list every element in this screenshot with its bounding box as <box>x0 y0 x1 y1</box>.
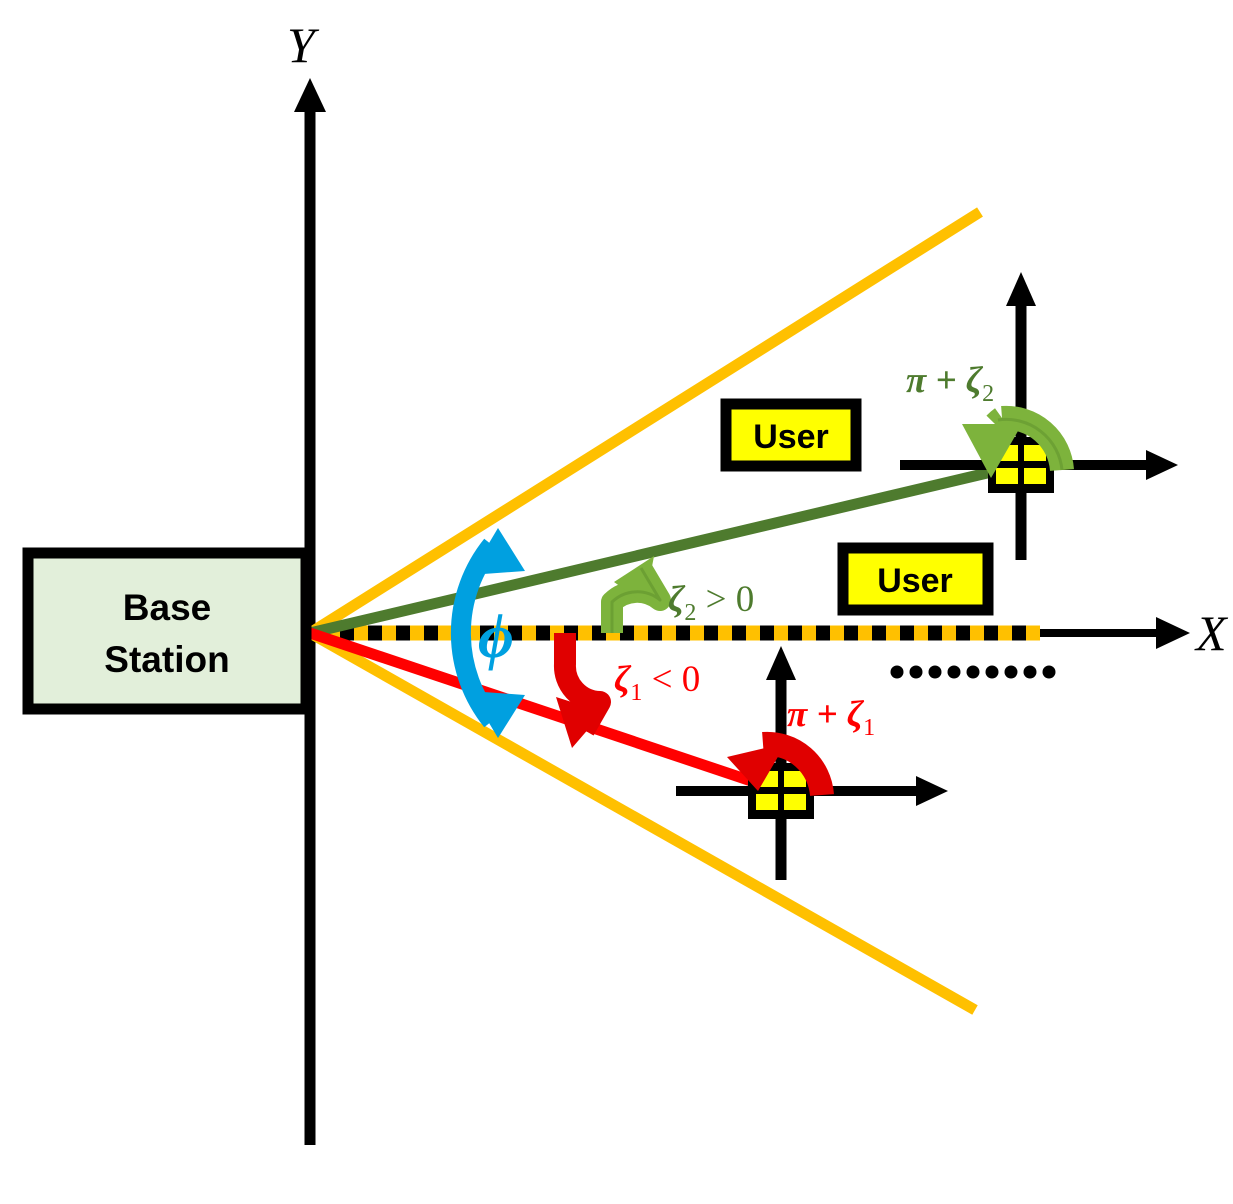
ellipsis-dot <box>909 665 923 679</box>
base-station-label-line1: Base <box>123 587 211 628</box>
x-axis-arrowhead <box>1156 617 1190 649</box>
zeta1-relation: < 0 <box>642 659 700 700</box>
user-box-upper[interactable]: User <box>720 398 862 472</box>
zeta2-symbol: ζ <box>668 579 686 620</box>
pi-plus-zeta1-subscript: 1 <box>863 715 875 741</box>
ellipsis-dot <box>1023 665 1037 679</box>
ellipsis-dot <box>928 665 942 679</box>
base-station-box[interactable]: Base Station <box>22 547 312 715</box>
phi-angle-arc <box>450 528 525 738</box>
ellipsis-dot <box>1004 665 1018 679</box>
ellipsis-dot <box>985 665 999 679</box>
y-axis-label: Y <box>287 17 320 73</box>
zeta2-condition-label: ζ2 > 0 <box>668 579 754 626</box>
zeta1-condition-label: ζ1 < 0 <box>614 659 700 706</box>
zeta1-angle-arrow <box>553 633 611 748</box>
pi-plus-zeta2-label: π + ζ2 <box>906 360 994 407</box>
pi-plus-zeta2-symbol: ζ <box>966 360 984 401</box>
sector-boundary-lower <box>307 628 978 1015</box>
phi-angle-label: ϕ <box>478 603 514 671</box>
base-station-label-line2: Station <box>104 639 229 680</box>
zeta1-subscript: 1 <box>630 680 642 706</box>
ellipsis-dot <box>966 665 980 679</box>
pi-plus-zeta1-symbol: ζ <box>847 694 865 735</box>
user-box-lower-label: User <box>877 562 953 600</box>
phi-arc-arrowhead-upper <box>470 528 525 575</box>
ellipsis-dot <box>947 665 961 679</box>
sector-boundaries <box>307 207 983 1015</box>
pi-plus-zeta2-arrowhead <box>962 424 1022 478</box>
ellipsis-dot <box>1042 665 1056 679</box>
zeta2-relation: > 0 <box>696 579 754 620</box>
zeta1-arrowhead <box>556 697 603 748</box>
ray-to-user-2 <box>308 459 1023 639</box>
y-axis-arrowhead <box>294 78 326 112</box>
pi-plus-zeta1-prefix: π + <box>787 694 847 735</box>
zeta1-symbol: ζ <box>614 659 632 700</box>
x-axis-label: X <box>1194 605 1229 661</box>
pi-plus-zeta1-label: π + ζ1 <box>787 694 875 741</box>
sector-boundary-upper <box>307 207 983 638</box>
pi-plus-zeta2-subscript: 2 <box>982 381 994 407</box>
zeta2-angle-arrow <box>601 556 671 633</box>
ellipsis-dot <box>890 665 904 679</box>
ray-to-user-1 <box>308 627 783 797</box>
pi-plus-zeta2-prefix: π + <box>906 360 966 401</box>
user-box-upper-label: User <box>753 418 829 456</box>
pi-plus-zeta1-arc <box>727 731 834 797</box>
pi-plus-zeta2-arc <box>962 405 1074 478</box>
zeta2-subscript: 2 <box>684 600 696 626</box>
pi-plus-zeta1-arrowhead <box>727 743 786 791</box>
user-box-lower[interactable]: User <box>837 542 994 616</box>
phi-arc-arrowhead-lower <box>470 691 525 738</box>
